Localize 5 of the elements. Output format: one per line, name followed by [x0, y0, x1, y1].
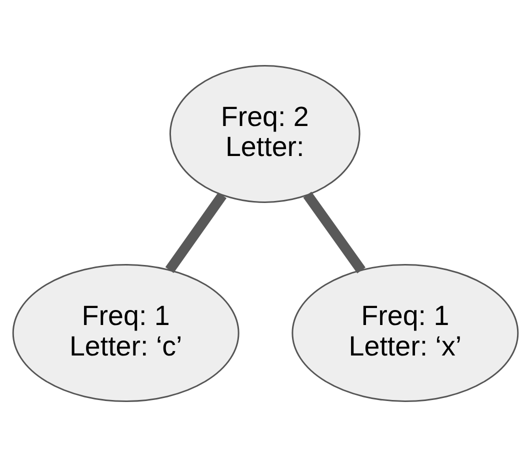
node-ellipse: Freq: 1 Letter: ‘x’	[292, 264, 519, 402]
connector	[165, 192, 227, 272]
node-ellipse: Freq: 1 Letter: ‘c’	[12, 264, 240, 402]
node-ellipse: Freq: 2 Letter:	[169, 64, 360, 202]
connector	[303, 191, 366, 273]
